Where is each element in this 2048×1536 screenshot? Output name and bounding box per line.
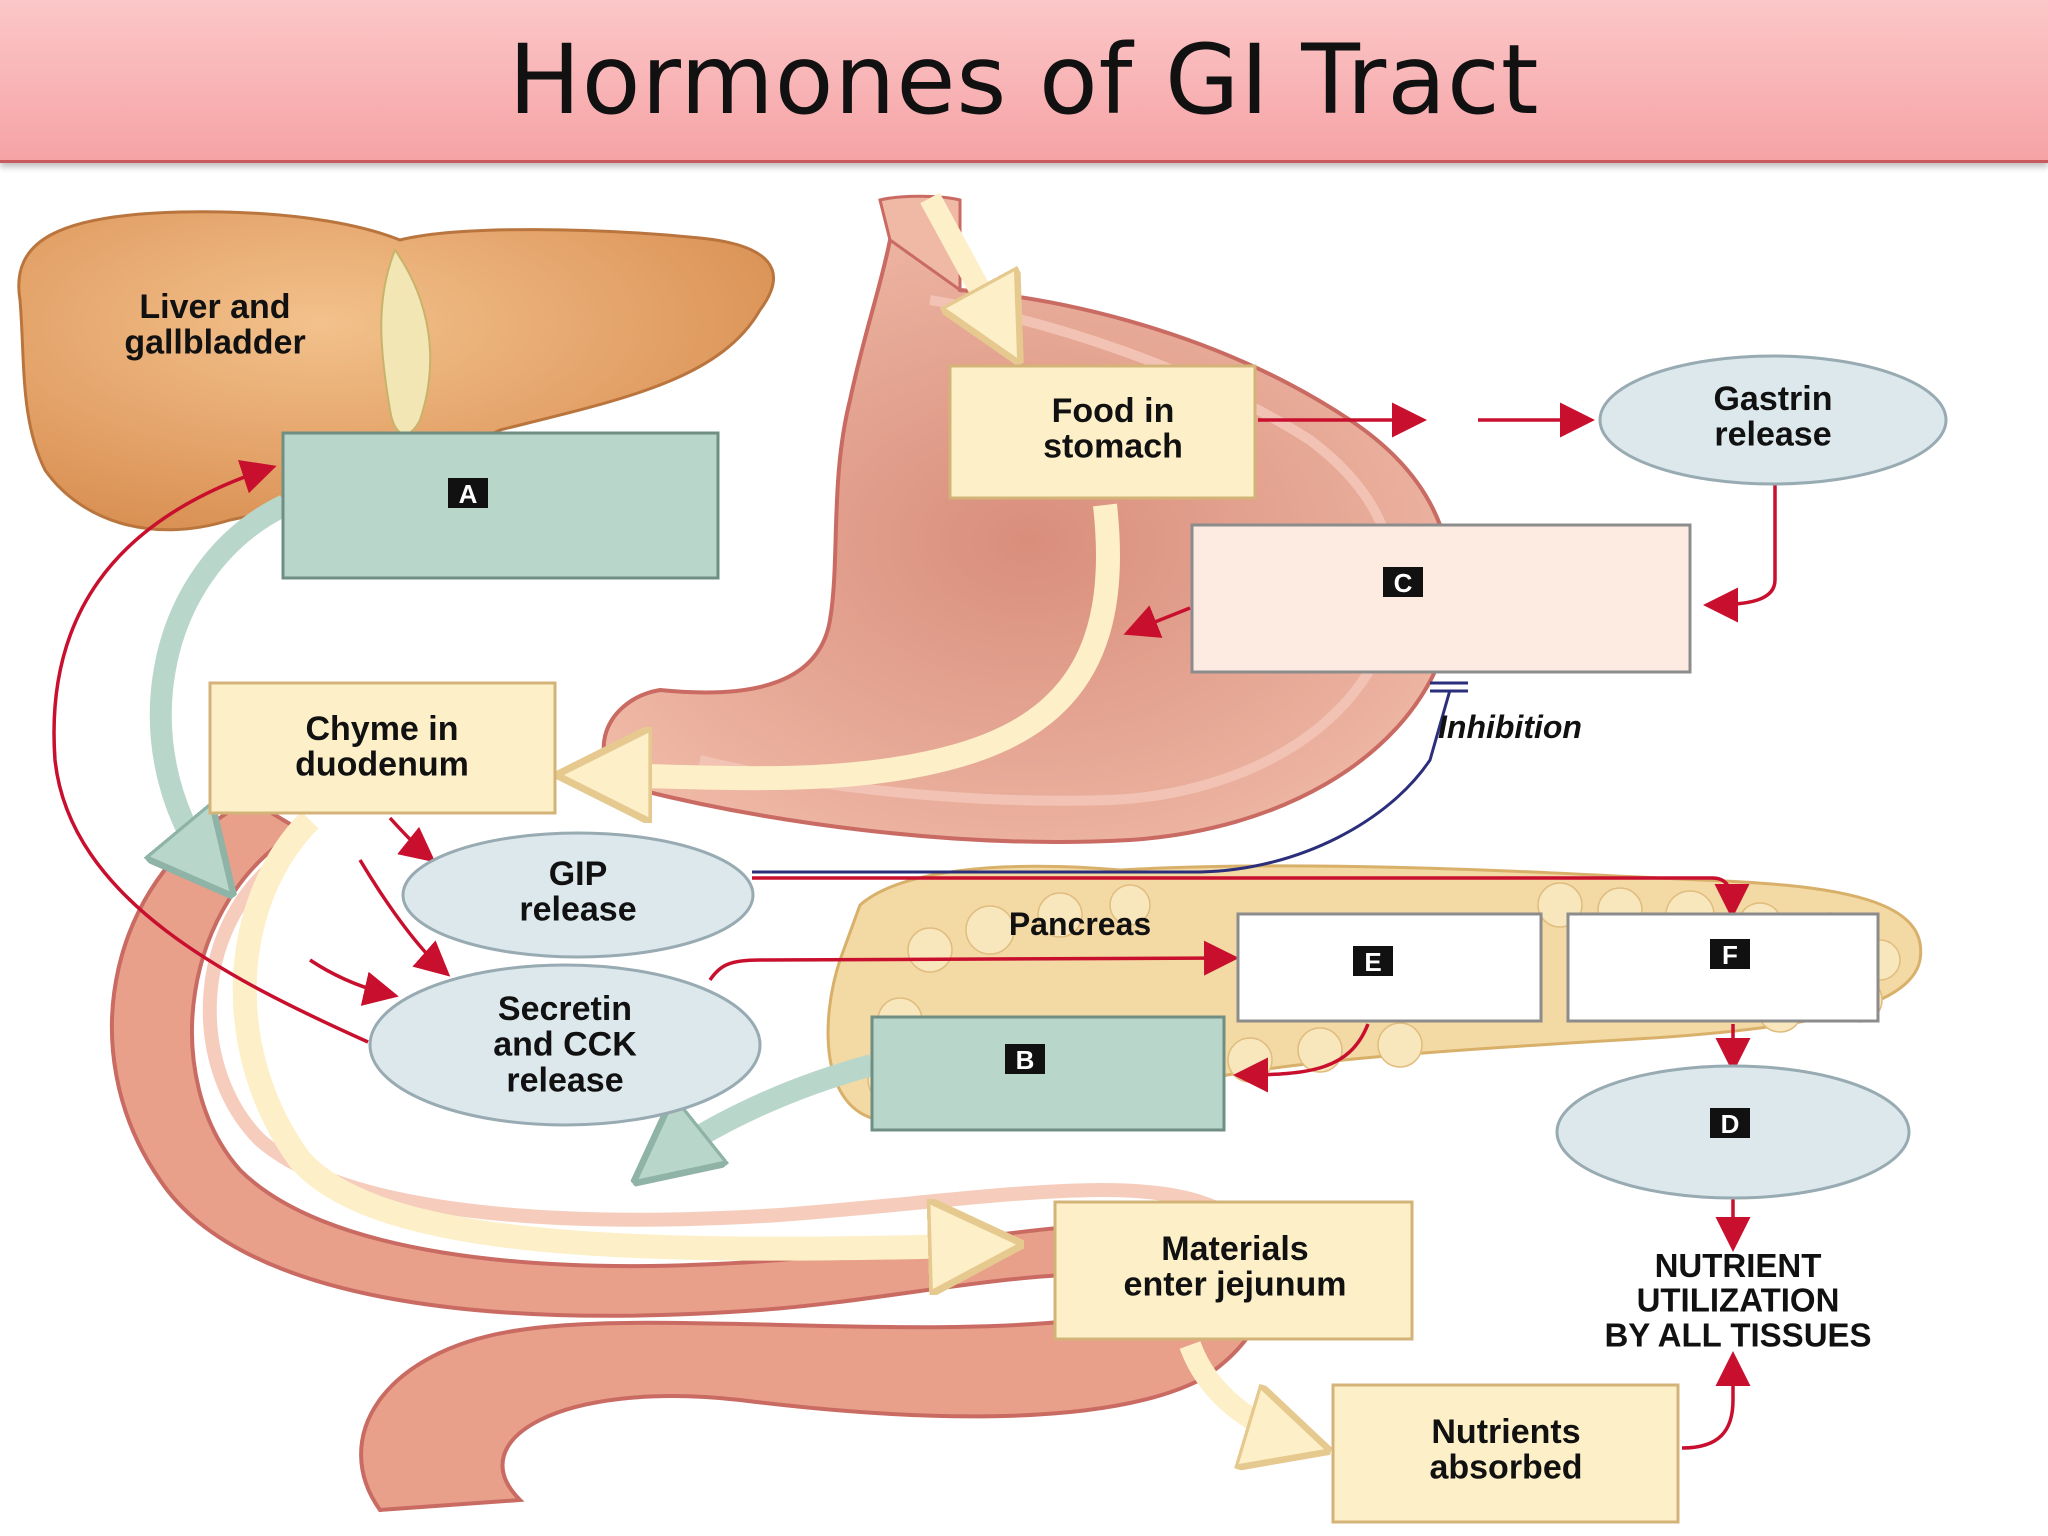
badge-c [1383, 567, 1423, 597]
badge-f [1710, 939, 1750, 969]
badge-e-text: E [1364, 947, 1381, 977]
badge-f-text: F [1722, 940, 1738, 970]
arrow-chyme-to-secretin-2 [309, 958, 399, 1006]
arrow-c-to-stomach [1123, 605, 1191, 638]
arrow-secretin-to-e [708, 940, 1239, 981]
badge-c-text: C [1394, 568, 1413, 598]
badge-e [1353, 946, 1393, 976]
nutrients-absorbed-box [1331, 1383, 1680, 1524]
blank-box-e [1236, 912, 1543, 1023]
arrow-absorbed-to-utilization [1681, 1351, 1751, 1450]
badge-d-text: D [1721, 1109, 1740, 1139]
blank-box-a [281, 431, 720, 580]
badge-b [1005, 1044, 1045, 1074]
duodenum-shape [110, 797, 1269, 1513]
arrow-chyme-to-gip [388, 816, 436, 863]
food-in-stomach-box [948, 364, 1257, 500]
title-bar: Hormones of GI Tract [0, 0, 2048, 163]
blank-box-b [870, 1015, 1226, 1132]
arrow-secretin-to-liver [52, 460, 369, 1044]
pancreas-label: Pancreas [1009, 906, 1151, 942]
signal-arrows [52, 402, 1777, 1450]
gastrin-release-oval [1598, 354, 1948, 486]
inhibition-label: Inhibition [1438, 709, 1582, 745]
gip-release-oval [401, 831, 755, 959]
blank-box-c [1190, 523, 1692, 674]
pancreatic-juice-arrow [650, 1054, 875, 1170]
arrow-chyme-to-secretin-1 [358, 859, 451, 977]
badge-a [448, 478, 488, 508]
chyme-in-duodenum-box [208, 681, 557, 815]
page-title: Hormones of GI Tract [508, 24, 1540, 136]
intestine-lining [202, 854, 1224, 1227]
arrow-gip-to-f [752, 876, 1750, 919]
badge-d [1710, 1108, 1750, 1138]
materials-enter-jejunum-box [1053, 1200, 1414, 1341]
badge-a-text: A [459, 479, 478, 509]
arrow-gastrin-to-c [1703, 484, 1777, 623]
badge-b-text: B [1016, 1045, 1035, 1075]
bile-flow-arrow [161, 495, 290, 880]
arrow-e-to-b [1233, 1023, 1370, 1093]
secretin-cck-release-oval [368, 963, 762, 1127]
stomach-to-duodenum-arrow [580, 503, 1120, 778]
jejunum-to-absorption-arrow [1179, 1340, 1310, 1445]
inhibition-line [752, 689, 1452, 874]
food-entry-arrow [920, 192, 1010, 345]
duodenum-to-jejunum-arrow [232, 811, 1000, 1249]
